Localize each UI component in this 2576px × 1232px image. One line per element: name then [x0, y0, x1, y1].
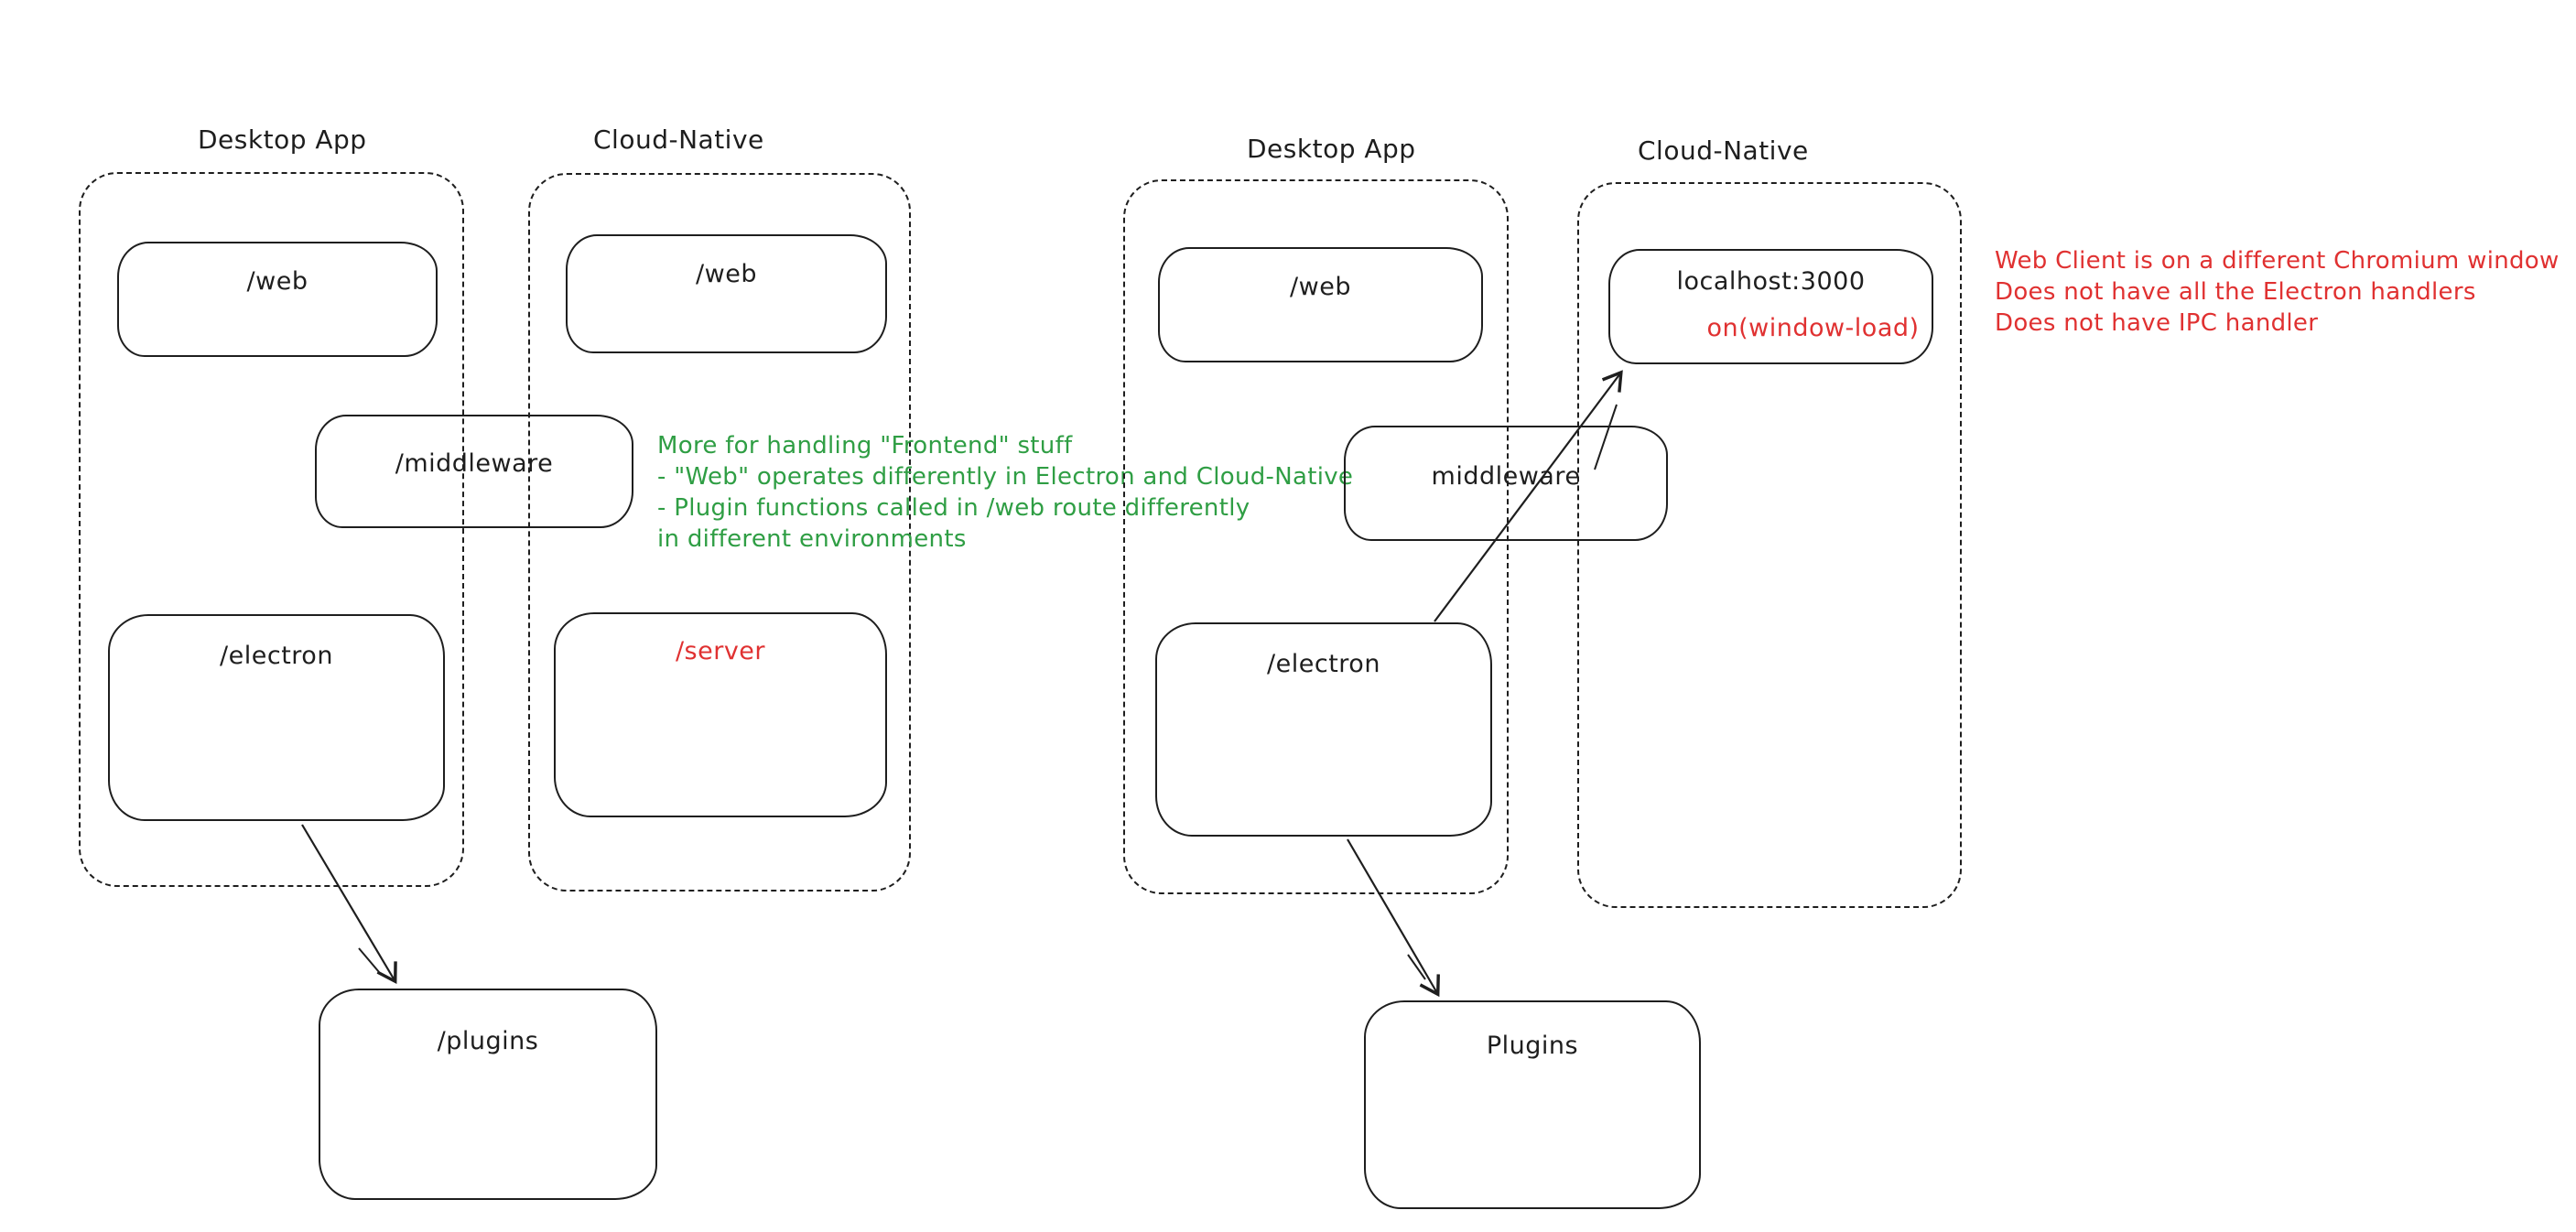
localhost-label: localhost:3000: [1676, 267, 1866, 296]
left-cloud-native-label: Cloud-Native: [593, 124, 764, 155]
left-electron-label: /electron: [220, 642, 333, 670]
left-electron-node: /electron: [108, 614, 445, 821]
left-middleware-node: /middleware: [315, 415, 633, 528]
right-electron-node: /electron: [1155, 622, 1492, 837]
right-middleware-node: middleware: [1344, 426, 1668, 541]
left-desktop-app-label: Desktop App: [198, 124, 367, 155]
right-plugins-node: Plugins: [1364, 1000, 1701, 1209]
green-annotation-line: - "Web" operates differently in Electron…: [657, 463, 1354, 491]
red-annotation-line: Does not have all the Electron handlers: [1995, 278, 2476, 306]
left-middleware-label: /middleware: [395, 449, 554, 478]
right-plugins-label: Plugins: [1486, 1032, 1579, 1060]
right-desktop-web-label: /web: [1290, 273, 1351, 301]
left-cloud-web-node: /web: [566, 234, 887, 353]
right-cloud-native-label: Cloud-Native: [1638, 135, 1809, 166]
left-cloud-web-label: /web: [696, 260, 757, 288]
right-middleware-label: middleware: [1431, 462, 1581, 491]
right-desktop-web-node: /web: [1158, 247, 1483, 362]
green-annotation-line: More for handling "Frontend" stuff: [657, 432, 1073, 459]
right-electron-label: /electron: [1267, 650, 1380, 678]
left-cloud-native-container: [528, 173, 911, 892]
right-desktop-app-label: Desktop App: [1247, 134, 1416, 164]
left-server-node: /server: [554, 612, 887, 817]
green-annotation-line: - Plugin functions called in /web route …: [657, 494, 1250, 522]
red-annotation: Web Client is on a different Chromium wi…: [1995, 245, 2560, 339]
left-server-label: /server: [675, 637, 766, 665]
green-annotation: More for handling "Frontend" stuff - "We…: [657, 430, 1353, 555]
left-desktop-web-node: /web: [117, 242, 438, 357]
window-load-label: on(window-load): [1706, 314, 1920, 342]
left-plugins-node: /plugins: [319, 989, 657, 1200]
left-desktop-app-container: [79, 172, 464, 887]
localhost-node: localhost:3000 on(window-load): [1608, 249, 1933, 364]
red-annotation-line: Web Client is on a different Chromium wi…: [1995, 247, 2560, 275]
left-plugins-label: /plugins: [437, 1027, 539, 1055]
left-desktop-web-label: /web: [246, 267, 308, 296]
red-annotation-line: Does not have IPC handler: [1995, 309, 2319, 337]
green-annotation-line: in different environments: [657, 525, 967, 553]
